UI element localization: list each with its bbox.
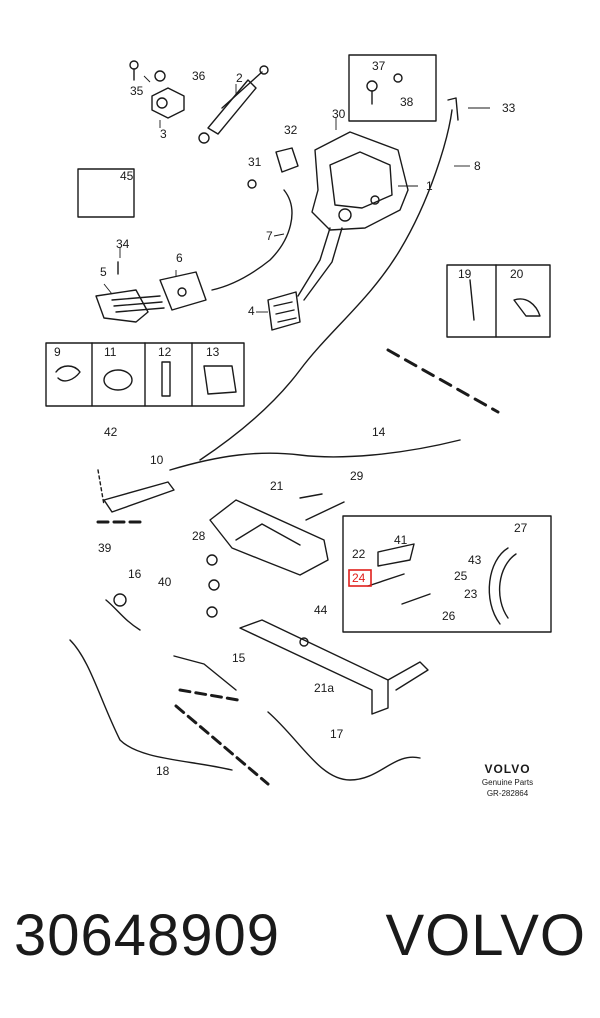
bolt-bracket-35-3 bbox=[129, 60, 185, 119]
callout-19: 19 bbox=[458, 267, 472, 281]
callout-38: 38 bbox=[400, 95, 414, 109]
callout-42: 42 bbox=[104, 425, 118, 439]
crossmember-21a bbox=[239, 619, 429, 715]
callout-22: 22 bbox=[352, 547, 366, 561]
callout-27: 27 bbox=[514, 521, 528, 535]
part-number: 30648909 bbox=[14, 903, 281, 968]
callout-34: 34 bbox=[116, 237, 130, 251]
callout-30: 30 bbox=[332, 107, 346, 121]
callout-18: 18 bbox=[156, 764, 170, 778]
callout-28: 28 bbox=[192, 529, 206, 543]
vehicle-make: VOLVO bbox=[385, 903, 586, 968]
callout-21: 21 bbox=[270, 479, 284, 493]
callout-36: 36 bbox=[192, 69, 206, 83]
callout-13: 13 bbox=[206, 345, 220, 359]
callout-21a: 21a bbox=[314, 681, 334, 695]
callout-8: 8 bbox=[474, 159, 481, 173]
pedal-bracket-1 bbox=[267, 131, 409, 331]
callout-43: 43 bbox=[468, 553, 482, 567]
callout-25: 25 bbox=[454, 569, 468, 583]
callout-15: 15 bbox=[232, 651, 246, 665]
callout-6: 6 bbox=[176, 251, 183, 265]
cable-16 bbox=[105, 599, 141, 631]
callout-5: 5 bbox=[100, 265, 107, 279]
callout-4: 4 bbox=[248, 304, 255, 318]
callout-10: 10 bbox=[150, 453, 164, 467]
cable-8 bbox=[199, 109, 453, 461]
callout-11: 11 bbox=[104, 345, 117, 359]
callout-24: 24 bbox=[352, 571, 366, 585]
callout-29: 29 bbox=[350, 469, 364, 483]
cable-15 bbox=[173, 655, 237, 691]
callout-14: 14 bbox=[372, 425, 386, 439]
gas-strut-2 bbox=[198, 65, 269, 144]
bracket-6-cover-5 bbox=[95, 261, 207, 323]
callout-35: 35 bbox=[130, 84, 144, 98]
callout-12: 12 bbox=[158, 345, 172, 359]
callout-17: 17 bbox=[330, 727, 344, 741]
callout-31: 31 bbox=[248, 155, 262, 169]
callout-39: 39 bbox=[98, 541, 112, 555]
callout-45: 45 bbox=[120, 169, 134, 183]
parts-diagram: 12345678910111213141516171819202121a2223… bbox=[45, 54, 552, 786]
callout-20: 20 bbox=[510, 267, 524, 281]
inset-box-45 bbox=[77, 168, 135, 218]
bracket-21 bbox=[206, 493, 345, 618]
inset-box-brake-shoe bbox=[342, 515, 552, 633]
callout-3: 3 bbox=[160, 127, 167, 141]
callout-9: 9 bbox=[54, 345, 61, 359]
cable-17 bbox=[267, 711, 421, 781]
clip-32 bbox=[275, 147, 299, 173]
cable-18 bbox=[69, 639, 233, 771]
highlight-box-24 bbox=[348, 569, 372, 587]
brand-subtitle: Genuine Parts bbox=[481, 778, 534, 787]
callout-23: 23 bbox=[464, 587, 478, 601]
cable-14 bbox=[169, 439, 461, 471]
callout-7: 7 bbox=[266, 229, 273, 243]
lever-10 bbox=[103, 481, 175, 513]
brand-logo-text: VOLVO bbox=[484, 762, 531, 776]
callout-37: 37 bbox=[372, 59, 386, 73]
callout-26: 26 bbox=[442, 609, 456, 623]
callout-1: 1 bbox=[426, 179, 433, 193]
diagram-reference: GR-282864 bbox=[486, 789, 529, 798]
callout-2: 2 bbox=[236, 71, 243, 85]
callout-40: 40 bbox=[158, 575, 172, 589]
callout-16: 16 bbox=[128, 567, 142, 581]
inset-box-19-20 bbox=[446, 264, 551, 338]
callout-32: 32 bbox=[284, 123, 298, 137]
footer: 30648909 VOLVO bbox=[0, 880, 600, 1000]
brand-block: VOLVO Genuine Parts GR-282864 bbox=[440, 762, 575, 798]
brake-shoe-27 bbox=[488, 547, 517, 625]
callout-41: 41 bbox=[394, 533, 408, 547]
callout-33: 33 bbox=[502, 101, 516, 115]
inset-box-37-38 bbox=[348, 54, 437, 122]
callout-44: 44 bbox=[314, 603, 328, 617]
cable-7 bbox=[211, 189, 293, 291]
